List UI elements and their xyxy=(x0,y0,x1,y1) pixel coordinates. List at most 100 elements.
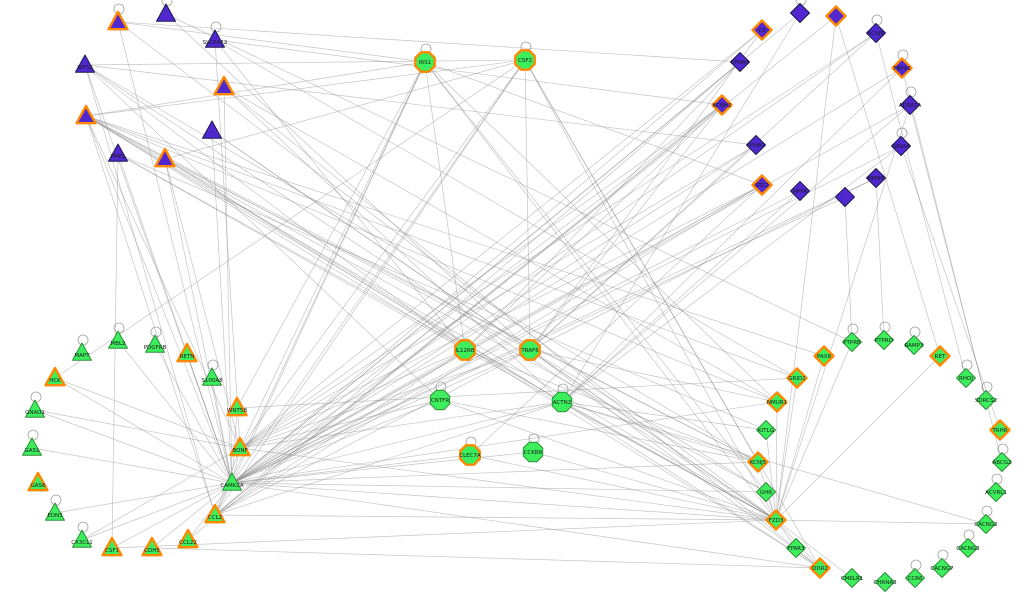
node-CCL22[interactable]: CCL22 xyxy=(177,528,199,549)
node-CLEC7A[interactable]: CLEC7A xyxy=(459,444,481,466)
edge xyxy=(775,519,987,525)
node-pd13[interactable] xyxy=(835,187,855,207)
node-CMKLR1[interactable]: CMKLR1 xyxy=(841,568,864,588)
node-CSF2[interactable]: CSF2 xyxy=(514,49,536,71)
edge xyxy=(151,482,233,549)
edge xyxy=(81,447,241,541)
node-TRHR[interactable]: TRHR xyxy=(989,419,1011,441)
edge xyxy=(231,177,877,484)
node-pd3[interactable] xyxy=(825,5,847,27)
node-CCKBR[interactable]: CCKBR xyxy=(522,441,544,463)
triangle-node-shape xyxy=(45,502,65,521)
node-DDR2[interactable]: DDR2 xyxy=(809,557,831,579)
edge xyxy=(111,153,119,549)
node-KCNJ6[interactable]: KCNJ6 xyxy=(866,23,886,43)
node-PTPRB[interactable]: PTPRB xyxy=(842,332,862,352)
node-pt5[interactable] xyxy=(213,75,235,96)
edge xyxy=(85,115,778,403)
edge xyxy=(775,15,837,521)
edge xyxy=(765,429,777,521)
node-pt2[interactable] xyxy=(156,3,176,22)
node-KCNJ5[interactable]: KCNJ5 xyxy=(747,451,769,473)
node-HCK[interactable]: HCK xyxy=(44,366,66,387)
diamond-node-shape xyxy=(790,181,810,201)
node-C3[interactable]: C3 xyxy=(751,19,773,41)
node-CACNG7[interactable]: CACNG7 xyxy=(930,558,954,578)
node-NMBR[interactable]: NMBR xyxy=(866,168,886,188)
triangle-node-shape xyxy=(75,104,97,125)
edge xyxy=(561,104,911,403)
triangle-node-shape xyxy=(154,147,176,168)
node-CACNG3[interactable]: CACNG3 xyxy=(956,538,980,558)
edge xyxy=(84,64,777,521)
edge xyxy=(85,115,531,351)
node-pd2[interactable] xyxy=(790,3,810,23)
node-KITLG[interactable]: KITLG xyxy=(756,420,776,440)
edge xyxy=(231,451,534,484)
edge xyxy=(239,32,877,449)
triangle-node-shape xyxy=(72,342,92,361)
node-STC2[interactable]: STC2 xyxy=(751,174,773,196)
node-MAPT[interactable]: MAPT xyxy=(72,342,92,361)
diamond-node-shape xyxy=(835,187,855,207)
node-GAS6[interactable]: GAS6 xyxy=(27,471,49,492)
triangle-node-shape xyxy=(177,528,199,549)
node-EPHA7[interactable]: EPHA7 xyxy=(746,135,766,155)
triangle-node-shape xyxy=(27,471,49,492)
node-pt6[interactable] xyxy=(75,104,97,125)
node-CHRNA3[interactable]: CHRNA3 xyxy=(873,572,897,592)
node-IL12RB[interactable]: IL12RB xyxy=(454,339,476,361)
node-CX3CL1[interactable]: CX3CL1 xyxy=(71,529,93,548)
node-pt7[interactable] xyxy=(202,120,222,139)
node-PTPRO[interactable]: PTPRO xyxy=(874,330,894,350)
node-pt1[interactable] xyxy=(107,10,129,31)
diamond-node-shape xyxy=(976,390,996,410)
edge xyxy=(165,13,531,351)
edge xyxy=(164,158,821,569)
edge xyxy=(424,61,767,493)
node-ACTN2[interactable]: ACTN2 xyxy=(551,391,573,413)
node-SORCS2[interactable]: SORCS2 xyxy=(975,390,997,410)
edge xyxy=(85,115,466,351)
edge xyxy=(231,482,767,493)
diamond-node-shape xyxy=(958,538,978,558)
edge xyxy=(239,399,441,449)
edge xyxy=(561,190,801,403)
node-PMEL[interactable]: PMEL xyxy=(108,143,128,162)
node-PDGFRB[interactable]: PDGFRB xyxy=(144,334,167,353)
node-SLC6A12[interactable]: SLC6A12 xyxy=(203,29,228,48)
edge xyxy=(775,355,941,521)
node-RAMP3[interactable]: RAMP3 xyxy=(904,335,924,355)
edge xyxy=(239,401,563,449)
node-IRS1[interactable]: IRS1 xyxy=(414,51,436,73)
node-pt9[interactable] xyxy=(154,147,176,168)
edge xyxy=(231,349,466,484)
edge xyxy=(775,341,853,521)
node-CACNG2[interactable]: CACNG2 xyxy=(974,514,998,534)
edge xyxy=(424,61,777,521)
self-loop xyxy=(77,334,89,346)
node-GAS1[interactable]: GAS1 xyxy=(22,437,42,456)
node-GNAO1[interactable]: GNAO1 xyxy=(25,399,45,418)
node-GRID2[interactable]: GRID2 xyxy=(786,367,808,389)
edge xyxy=(424,61,763,186)
node-WFS1[interactable]: WFS1 xyxy=(75,54,95,73)
node-CCR6[interactable]: CCR6 xyxy=(905,568,925,588)
node-CNTFR[interactable]: CNTFR xyxy=(429,389,451,411)
edge xyxy=(231,184,763,484)
node-WNT5B[interactable]: WNT5B xyxy=(226,396,248,417)
node-ABCG2[interactable]: ABCG2 xyxy=(992,452,1012,472)
octagon-node-shape xyxy=(551,391,573,413)
node-NPPA[interactable]: NPPA xyxy=(790,181,810,201)
triangle-node-shape xyxy=(145,334,165,353)
self-loop xyxy=(50,494,62,506)
edge xyxy=(875,32,967,379)
node-ACVRL1[interactable]: ACVRL1 xyxy=(985,482,1007,502)
octagon-node-shape xyxy=(522,441,544,463)
node-CSF1[interactable]: CSF1 xyxy=(101,536,123,557)
node-TRAF6[interactable]: TRAF6 xyxy=(519,339,541,361)
node-RHOJ[interactable]: RHOJ xyxy=(956,368,976,388)
edge xyxy=(85,115,241,449)
edge xyxy=(775,401,778,521)
node-PAX8[interactable]: PAX8 xyxy=(813,345,835,367)
